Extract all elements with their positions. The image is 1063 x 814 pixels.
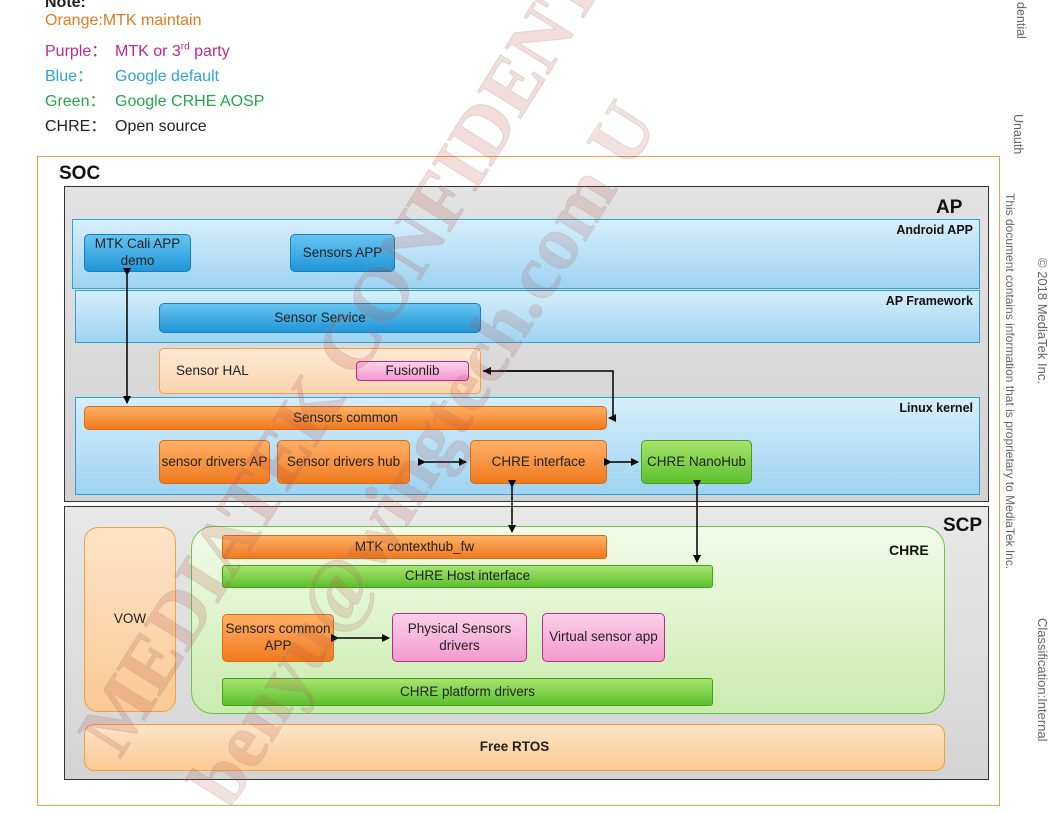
mtk-cali-app-box: MTK Cali APP demo	[84, 234, 191, 272]
chre-title: CHRE	[889, 542, 929, 558]
free-rtos-box: Free RTOS	[84, 724, 945, 771]
legend-green: Green： Google CRHE AOSP	[45, 87, 264, 111]
legend-chre: CHRE： Open source	[45, 112, 207, 136]
physical-sensors-drivers-box: Physical Sensors drivers	[392, 613, 527, 662]
legend-purple-label: Purple：	[45, 43, 108, 60]
scp-title: SCP	[943, 515, 983, 536]
legend-green-label: Green：	[45, 93, 106, 110]
legend-green-text: Google CRHE AOSP	[115, 93, 265, 110]
legend-purple-text: MTK or 3	[115, 43, 181, 60]
sensor-drivers-ap-box: sensor drivers AP	[159, 440, 270, 484]
android-app-title: Android APP	[896, 223, 973, 237]
ap-title: AP	[936, 197, 963, 218]
soc-title: SOC	[59, 163, 101, 184]
virtual-sensor-app-box: Virtual sensor app	[542, 613, 665, 662]
ap-framework-title: AP Framework	[885, 294, 973, 308]
sensors-app-box: Sensors APP	[290, 234, 395, 272]
legend-purple-sup: rd	[180, 41, 190, 53]
chre-interface-box: CHRE interface	[470, 440, 607, 484]
legend-orange-text: MTK maintain	[102, 12, 202, 29]
sensor-service-box: Sensor Service	[159, 303, 481, 333]
linux-kernel-title: Linux kernel	[899, 401, 973, 415]
android-app-layer: Android APP	[72, 219, 980, 289]
arrow-fusionlib-common	[483, 370, 614, 419]
legend-purple: Purple： MTK or 3rd party	[45, 37, 230, 61]
chre-nanohub-box: CHRE NanoHub	[641, 440, 752, 484]
vow-box: VOW	[84, 527, 176, 712]
legend-chre-label: CHRE：	[45, 118, 107, 135]
sensors-common-app-box: Sensors common APP	[222, 614, 334, 662]
sensors-common-box: Sensors common	[84, 406, 607, 430]
mtk-contexthub-fw-box: MTK contexthub_fw	[222, 535, 607, 559]
sensor-drivers-hub-box: Sensor drivers hub	[277, 440, 410, 484]
chre-platform-drivers-box: CHRE platform drivers	[222, 678, 713, 706]
legend-blue-text: Google default	[115, 68, 220, 85]
chre-host-interface-box: CHRE Host interface	[222, 565, 713, 588]
legend-title: Note:	[45, 0, 86, 11]
sensor-hal-label: Sensor HAL	[176, 362, 249, 378]
legend-orange: Orange:MTK maintain	[45, 12, 202, 30]
legend-purple-text-after: party	[189, 43, 230, 60]
legend-chre-text: Open source	[115, 118, 207, 135]
legend-orange-label: Orange:	[45, 12, 103, 29]
legend-blue: Blue： Google default	[45, 62, 219, 86]
legend-blue-label: Blue：	[45, 68, 94, 85]
fusionlib-box: Fusionlib	[356, 361, 469, 381]
